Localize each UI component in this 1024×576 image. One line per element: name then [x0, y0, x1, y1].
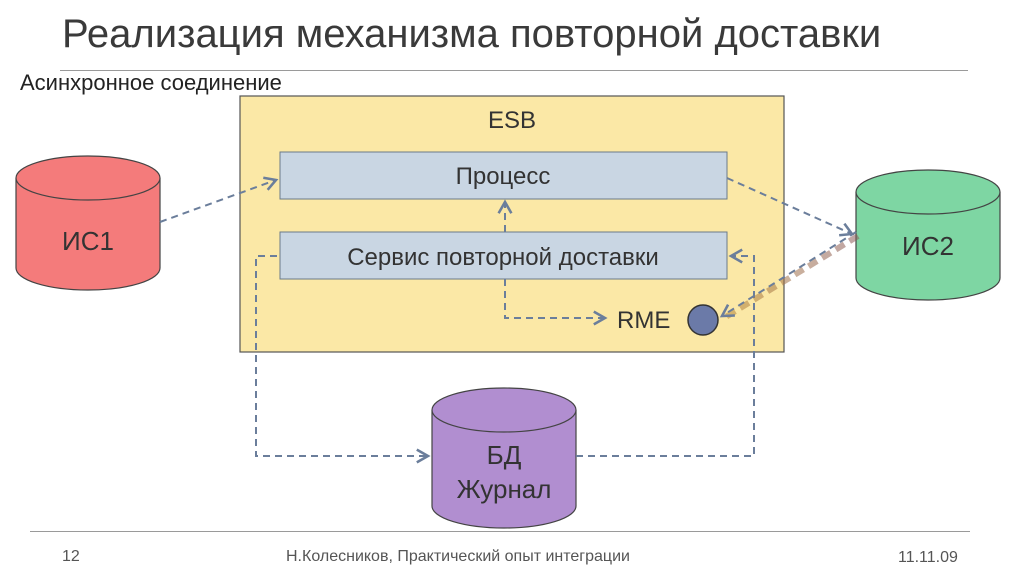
is1-cylinder [15, 155, 161, 291]
footer-date: 11.11.09 [898, 549, 958, 566]
slide-subtitle: Асинхронное соединение [20, 70, 282, 95]
title-divider [60, 70, 968, 71]
is1-label: ИС1 [62, 226, 114, 256]
resend-service-box [279, 231, 728, 280]
arrow-is2-to-rme-shadow [722, 233, 860, 321]
esb-label: ESB [488, 107, 536, 134]
arrow-process-to-is2 [726, 177, 855, 237]
footer-author: Н.Колесников, Практический опыт интеграц… [286, 548, 630, 565]
arrow-is1-to-process [159, 176, 279, 223]
arrow-is2-to-rme [719, 231, 857, 318]
arrow-service-to-db [255, 255, 431, 464]
is2-cylinder [855, 169, 1001, 301]
rme-circle [687, 304, 719, 336]
db-label-line1: БД [487, 440, 522, 470]
db-journal-cylinder [431, 387, 577, 529]
process-label: Процесс [456, 163, 551, 190]
rme-label: RME [617, 307, 670, 334]
arrow-db-to-service [576, 248, 755, 457]
footer-divider [30, 531, 970, 532]
footer-page-number: 12 [62, 548, 80, 565]
slide-title: Реализация механизма повторной доставки [62, 12, 882, 56]
process-box [279, 151, 728, 200]
is2-label: ИС2 [902, 231, 954, 261]
db-label-line2: Журнал [457, 474, 552, 504]
arrow-rme-to-process [504, 279, 608, 326]
resend-service-label: Сервис повторной доставки [347, 244, 659, 271]
